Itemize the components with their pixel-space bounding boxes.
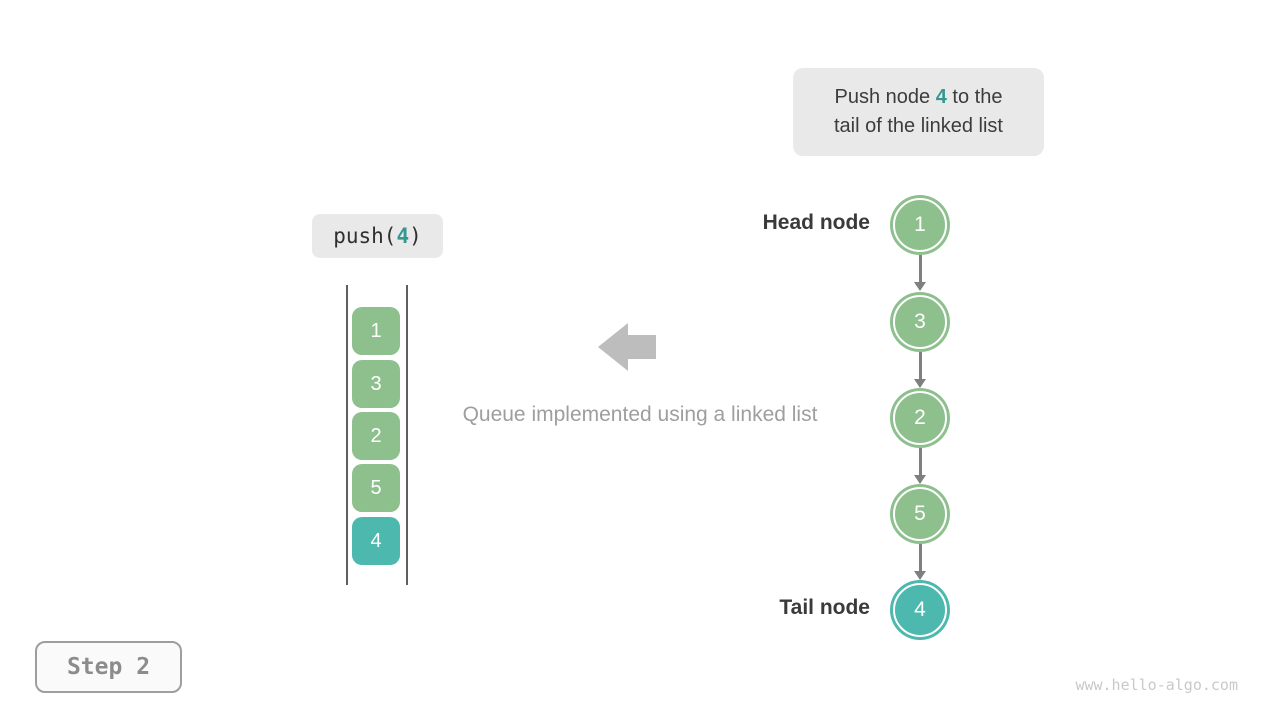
arrow-head xyxy=(914,571,926,580)
linked-list-node: 5 xyxy=(893,487,947,541)
push-call-chip: push(4) xyxy=(312,214,443,258)
caption: Queue implemented using a linked list xyxy=(462,403,818,426)
arrow-shaft xyxy=(918,448,922,475)
down-arrow-icon xyxy=(913,448,927,484)
push-call-prefix: push( xyxy=(333,224,397,248)
down-arrow-icon xyxy=(913,544,927,580)
instruction-box: Push node 4 to the tail of the linked li… xyxy=(793,68,1044,156)
queue-wall-left xyxy=(346,285,348,585)
queue-cell-new: 4 xyxy=(352,517,400,565)
arrow-shaft xyxy=(918,544,922,571)
instruction-text: Push node xyxy=(834,86,931,108)
instruction-line2: tail of the linked list xyxy=(834,115,1003,137)
instruction-line1: Push node 4 to the xyxy=(835,83,1003,112)
arrow-head xyxy=(914,475,926,484)
push-call-suffix: ) xyxy=(409,224,422,248)
head-node-label: Head node xyxy=(762,211,870,234)
linked-list-node: 3 xyxy=(893,295,947,349)
arrow-shaft xyxy=(918,255,922,282)
queue-wall-right xyxy=(406,285,408,585)
step-badge: Step 2 xyxy=(35,641,182,693)
arrow-shaft xyxy=(918,352,922,379)
left-arrow-icon xyxy=(598,323,656,371)
push-call-value: 4 xyxy=(396,224,410,248)
queue-cell: 3 xyxy=(352,360,400,408)
arrow-head xyxy=(914,379,926,388)
watermark: www.hello-algo.com xyxy=(1075,676,1238,694)
down-arrow-icon xyxy=(913,255,927,291)
down-arrow-icon xyxy=(913,352,927,388)
queue-cell: 1 xyxy=(352,307,400,355)
queue-cell: 5 xyxy=(352,464,400,512)
linked-list-node: 1 xyxy=(893,198,947,252)
linked-list-node: 2 xyxy=(893,391,947,445)
queue-cell: 2 xyxy=(352,412,400,460)
instruction-text: to the xyxy=(952,86,1003,108)
arrow-head xyxy=(914,282,926,291)
linked-list-node-new: 4 xyxy=(893,583,947,637)
tail-node-label: Tail node xyxy=(779,596,870,619)
instruction-highlight-value: 4 xyxy=(935,86,947,108)
